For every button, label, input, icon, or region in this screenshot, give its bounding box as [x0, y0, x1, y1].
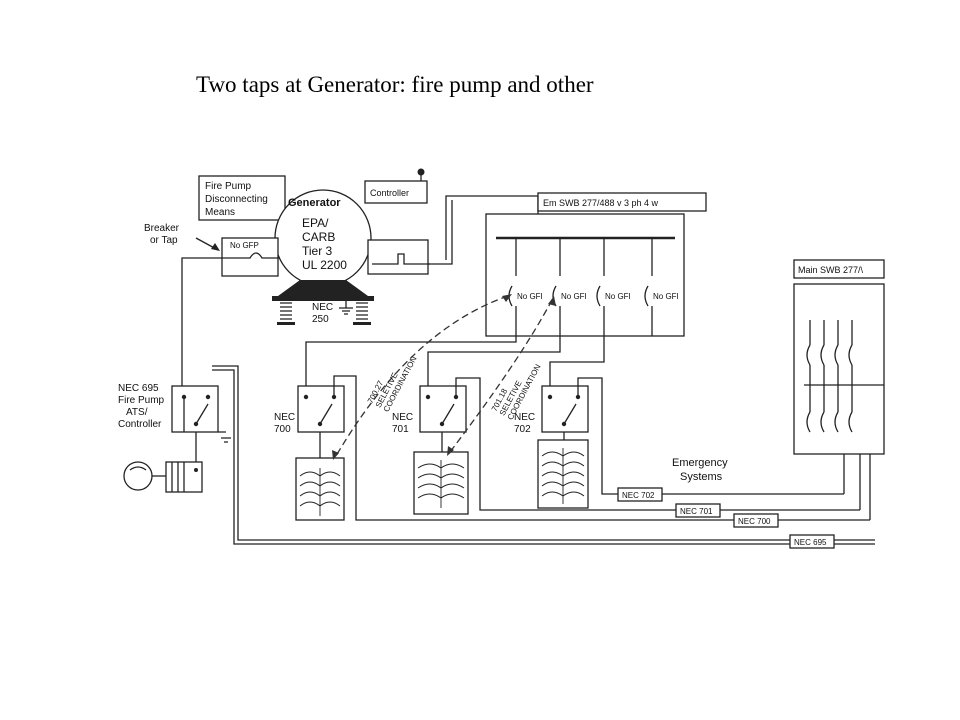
em-swb-label: Em SWB 277/488 v 3 ph 4 w	[543, 198, 659, 208]
emergency-line2: Systems	[680, 471, 723, 483]
emergency-line1: Emergency	[672, 457, 728, 469]
generator-label: Generator	[288, 197, 341, 209]
nec695-line4: Controller	[118, 419, 162, 430]
nec250-line2: 250	[312, 314, 329, 325]
nec700-line2: 700	[274, 424, 291, 435]
nec695-line2: Fire Pump	[118, 395, 165, 406]
gen-ul: UL 2200	[302, 258, 347, 272]
fire-pump-disconnect-box: Fire Pump Disconnecting Means	[198, 175, 286, 221]
nec702-branch: NEC 702	[514, 336, 844, 509]
no-gfi-2: No GFI	[561, 292, 587, 301]
no-gfp-breaker: No GFP	[221, 237, 280, 277]
gen-epa: EPA/	[302, 216, 329, 230]
breaker-or-tap: Breaker or Tap	[144, 223, 220, 251]
no-gfi-1: No GFI	[517, 292, 543, 301]
nec695-ats: NEC 695 Fire Pump ATS/ Controller	[118, 383, 231, 443]
controller-label: Controller	[370, 188, 409, 198]
nec701-line2: 701	[392, 424, 409, 435]
nec701-line1: NEC	[392, 412, 413, 423]
nec702-line1: NEC	[514, 412, 535, 423]
fp-disc-line1: Fire Pump	[205, 181, 252, 192]
em-swb: Em SWB 277/488 v 3 ph 4 w No GFI No GFI …	[485, 192, 707, 337]
gen-carb: CARB	[302, 230, 335, 244]
nec702-line2: 702	[514, 424, 531, 435]
controller-box: Controller	[364, 168, 428, 204]
main-swb: Main SWB 277/\	[793, 259, 885, 455]
bus-nec701: NEC 701	[680, 507, 713, 516]
gen-tier: Tier 3	[302, 244, 333, 258]
bus-nec700: NEC 700	[738, 517, 771, 526]
nec250-line1: NEC	[312, 302, 333, 313]
fp-disc-line3: Means	[205, 207, 235, 218]
ats-ground-icon	[218, 431, 231, 443]
nec700-branch: NEC 700	[274, 336, 870, 521]
bus-nec695: NEC 695	[794, 538, 827, 547]
main-swb-label: Main SWB 277/\	[798, 265, 864, 275]
nec700-line1: NEC	[274, 412, 295, 423]
page-title: Two taps at Generator: fire pump and oth…	[196, 72, 594, 97]
no-gfi-3: No GFI	[605, 292, 631, 301]
fp-disc-line2: Disconnecting	[205, 194, 268, 205]
no-gfi-4: No GFI	[653, 292, 679, 301]
generator-base: NEC 250	[272, 280, 374, 325]
fire-pump-motor	[123, 432, 203, 493]
feeder-labels: NEC 702 NEC 701 NEC 700 NEC 695	[617, 487, 835, 549]
nec695-line1: NEC 695	[118, 383, 159, 394]
bus-nec702: NEC 702	[622, 491, 655, 500]
beacon-icon	[417, 168, 425, 176]
nec701-branch: NEC 701	[392, 336, 860, 515]
generator: Generator EPA/ CARB Tier 3 UL 2200	[274, 189, 372, 287]
ground-icon	[339, 300, 353, 315]
breaker-line2: or Tap	[150, 235, 178, 246]
no-gfp-label: No GFP	[230, 241, 259, 250]
breaker-line1: Breaker	[144, 223, 180, 234]
nec695-line3: ATS/	[126, 407, 148, 418]
